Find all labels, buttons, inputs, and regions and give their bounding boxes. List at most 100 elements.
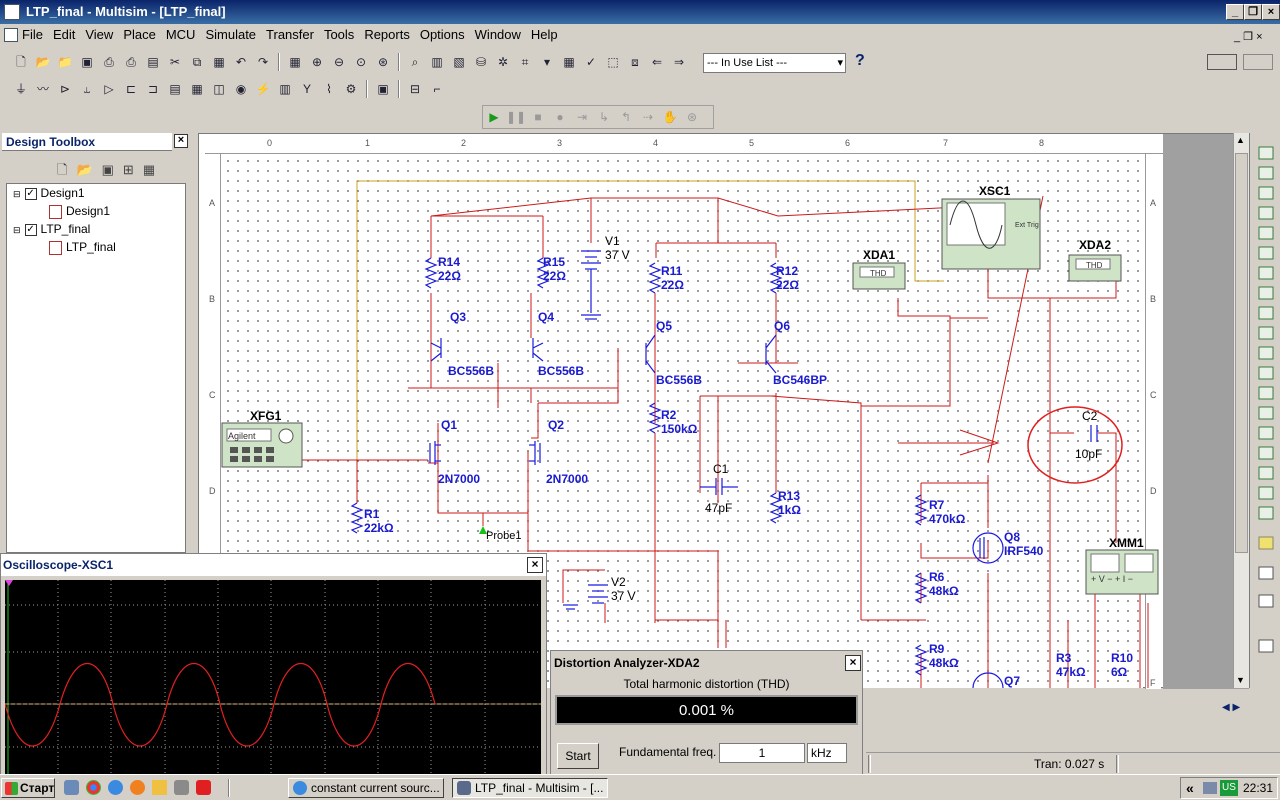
tree-child-design1[interactable]: Design1 bbox=[49, 202, 110, 220]
folder-icon[interactable] bbox=[152, 780, 167, 795]
zoom-in-icon[interactable]: ⊕ bbox=[311, 55, 323, 69]
stop-simulation-icon[interactable]: ■ bbox=[534, 110, 542, 124]
firefox-icon[interactable] bbox=[130, 780, 145, 795]
indicator-icon[interactable]: ◉ bbox=[235, 82, 247, 96]
resistor-r13[interactable] bbox=[769, 492, 783, 524]
run-simulation-icon[interactable]: ▶ bbox=[489, 110, 499, 124]
in-use-list-select[interactable]: --- In Use List ---▾ bbox=[703, 53, 846, 73]
resistor-r11[interactable] bbox=[648, 262, 662, 294]
fundamental-freq-input[interactable]: 1 bbox=[719, 743, 805, 763]
checkbox-icon[interactable]: ✓ bbox=[24, 187, 37, 200]
hierarchical-block-icon[interactable]: ▣ bbox=[377, 82, 389, 96]
subcircuit-icon[interactable]: ⧈ bbox=[631, 55, 639, 69]
grapher-icon[interactable]: ⌗ bbox=[521, 55, 529, 69]
basic-icon[interactable]: 〰 bbox=[36, 82, 49, 96]
ladder-icon[interactable]: ⚙ bbox=[345, 82, 357, 96]
transistor-q6[interactable] bbox=[765, 334, 777, 374]
mdi-controls[interactable]: _ ❐ × bbox=[1234, 31, 1263, 43]
menu-simulate[interactable]: Simulate bbox=[205, 27, 257, 42]
breakpoint-icon[interactable]: ⊛ bbox=[686, 110, 698, 124]
menu-reports[interactable]: Reports bbox=[364, 27, 410, 42]
chrome-icon[interactable] bbox=[86, 780, 101, 795]
capacitor-c1[interactable] bbox=[700, 478, 738, 495]
step-into-icon[interactable]: ↳ bbox=[598, 110, 610, 124]
power-icon[interactable]: ⚡ bbox=[255, 82, 271, 96]
mosfet-q2[interactable] bbox=[529, 441, 541, 465]
scroll-up-icon[interactable]: ▲ bbox=[1236, 135, 1245, 145]
network-icon[interactable] bbox=[1203, 782, 1217, 794]
open-sample-icon[interactable]: 📁 bbox=[57, 55, 73, 69]
step-over-icon[interactable]: ⇥ bbox=[576, 110, 588, 124]
distortion-close-button[interactable]: × bbox=[845, 655, 861, 671]
mcu-icon[interactable]: ▤ bbox=[169, 82, 181, 96]
forward-annotate-icon[interactable]: ⇒ bbox=[673, 55, 685, 69]
multimeter-xmm1-icon[interactable] bbox=[1085, 549, 1159, 595]
freq-unit-field[interactable]: kHz bbox=[807, 743, 847, 763]
mosfet-q1[interactable] bbox=[429, 441, 441, 465]
toolbox-buttons[interactable]: 🗋📂▣⊞▦ bbox=[57, 162, 165, 177]
search-icon[interactable]: ⌕ bbox=[411, 55, 419, 69]
page-nav-arrows[interactable]: ◀ ▶ bbox=[1222, 702, 1241, 713]
function-generator-xfg1[interactable] bbox=[221, 422, 303, 468]
resistor-r15[interactable] bbox=[536, 257, 550, 289]
distortion-title-bar[interactable]: Distortion Analyzer-XDA2 bbox=[551, 651, 862, 675]
mosfet-q8[interactable] bbox=[972, 532, 1004, 564]
restore-window-button[interactable]: ❐ bbox=[1244, 4, 1262, 20]
menu-view[interactable]: View bbox=[85, 27, 114, 42]
help-icon[interactable]: ? bbox=[855, 52, 865, 69]
menu-tools[interactable]: Tools bbox=[323, 27, 355, 42]
erc-icon[interactable]: ✓ bbox=[585, 55, 597, 69]
wire-icon[interactable]: ⌐ bbox=[433, 82, 441, 96]
resistor-r12[interactable] bbox=[769, 262, 783, 294]
oscilloscope-title-bar[interactable]: Oscilloscope-XSC1 bbox=[1, 554, 546, 576]
save-icon[interactable]: ▣ bbox=[81, 55, 93, 69]
bus-icon[interactable]: ⊟ bbox=[409, 82, 421, 96]
misc-digital-icon[interactable]: ▦ bbox=[191, 82, 203, 96]
transistor-q4[interactable] bbox=[532, 338, 544, 362]
show-grid-icon[interactable]: ▦ bbox=[289, 55, 301, 69]
multisim-app-icon[interactable] bbox=[4, 4, 20, 20]
menu-options[interactable]: Options bbox=[419, 27, 465, 42]
distortion-analyzer-xda2-icon[interactable] bbox=[1068, 254, 1122, 282]
database-icon[interactable]: ⛁ bbox=[475, 55, 487, 69]
run-to-cursor-icon[interactable]: ⇢ bbox=[642, 110, 654, 124]
pause-simulation-icon[interactable]: ❚❚ bbox=[506, 110, 527, 124]
battery-v1[interactable] bbox=[581, 250, 601, 320]
pdf-icon[interactable] bbox=[196, 780, 211, 795]
resistor-r14[interactable] bbox=[424, 257, 438, 289]
language-indicator[interactable]: US bbox=[1220, 780, 1238, 796]
3d-view-icon[interactable] bbox=[1243, 54, 1273, 70]
instrument-icons[interactable] bbox=[1255, 145, 1277, 655]
oscilloscope-close-button[interactable]: × bbox=[527, 557, 543, 573]
print-preview-icon[interactable]: ▤ bbox=[147, 55, 159, 69]
menu-place[interactable]: Place bbox=[123, 27, 156, 42]
misc-icon[interactable]: ▥ bbox=[279, 82, 291, 96]
probe-icon[interactable] bbox=[479, 526, 487, 534]
close-icon[interactable]: × bbox=[174, 134, 188, 148]
menu-window[interactable]: Window bbox=[474, 27, 521, 42]
print-circuit-icon[interactable]: ⎙ bbox=[104, 55, 114, 69]
mosfet-q7[interactable] bbox=[972, 672, 1004, 688]
rf-icon[interactable]: Y bbox=[302, 82, 311, 96]
checkbox-icon[interactable]: ✓ bbox=[24, 223, 37, 236]
toolbox-icon[interactable]: ▧ bbox=[453, 55, 465, 69]
mixed-icon[interactable]: ◫ bbox=[213, 82, 225, 96]
component-wizard-icon[interactable]: ✲ bbox=[497, 55, 509, 69]
menu-edit[interactable]: Edit bbox=[52, 27, 76, 42]
transistor-q5[interactable] bbox=[645, 334, 656, 374]
source-icon[interactable]: ⏚ bbox=[14, 82, 27, 96]
start-button[interactable]: Start bbox=[557, 743, 599, 769]
resistor-r6[interactable] bbox=[914, 572, 928, 604]
new-file-icon[interactable]: 🗋 bbox=[16, 55, 26, 69]
transistor-icon[interactable]: ⥿ bbox=[83, 82, 91, 96]
browser-icon[interactable] bbox=[108, 780, 123, 795]
menu-file[interactable]: File bbox=[22, 27, 43, 42]
scroll-thumb[interactable] bbox=[1235, 153, 1248, 553]
scroll-down-icon[interactable]: ▼ bbox=[1236, 675, 1245, 685]
resistor-r7[interactable] bbox=[914, 494, 928, 526]
breadboard-icon[interactable] bbox=[1207, 54, 1237, 70]
cmos-icon[interactable]: ⊐ bbox=[147, 82, 159, 96]
tray-expand-icon[interactable]: « bbox=[1186, 780, 1194, 796]
redo-icon[interactable]: ↷ bbox=[257, 55, 269, 69]
distortion-analyzer-xda1-icon[interactable] bbox=[852, 262, 906, 290]
